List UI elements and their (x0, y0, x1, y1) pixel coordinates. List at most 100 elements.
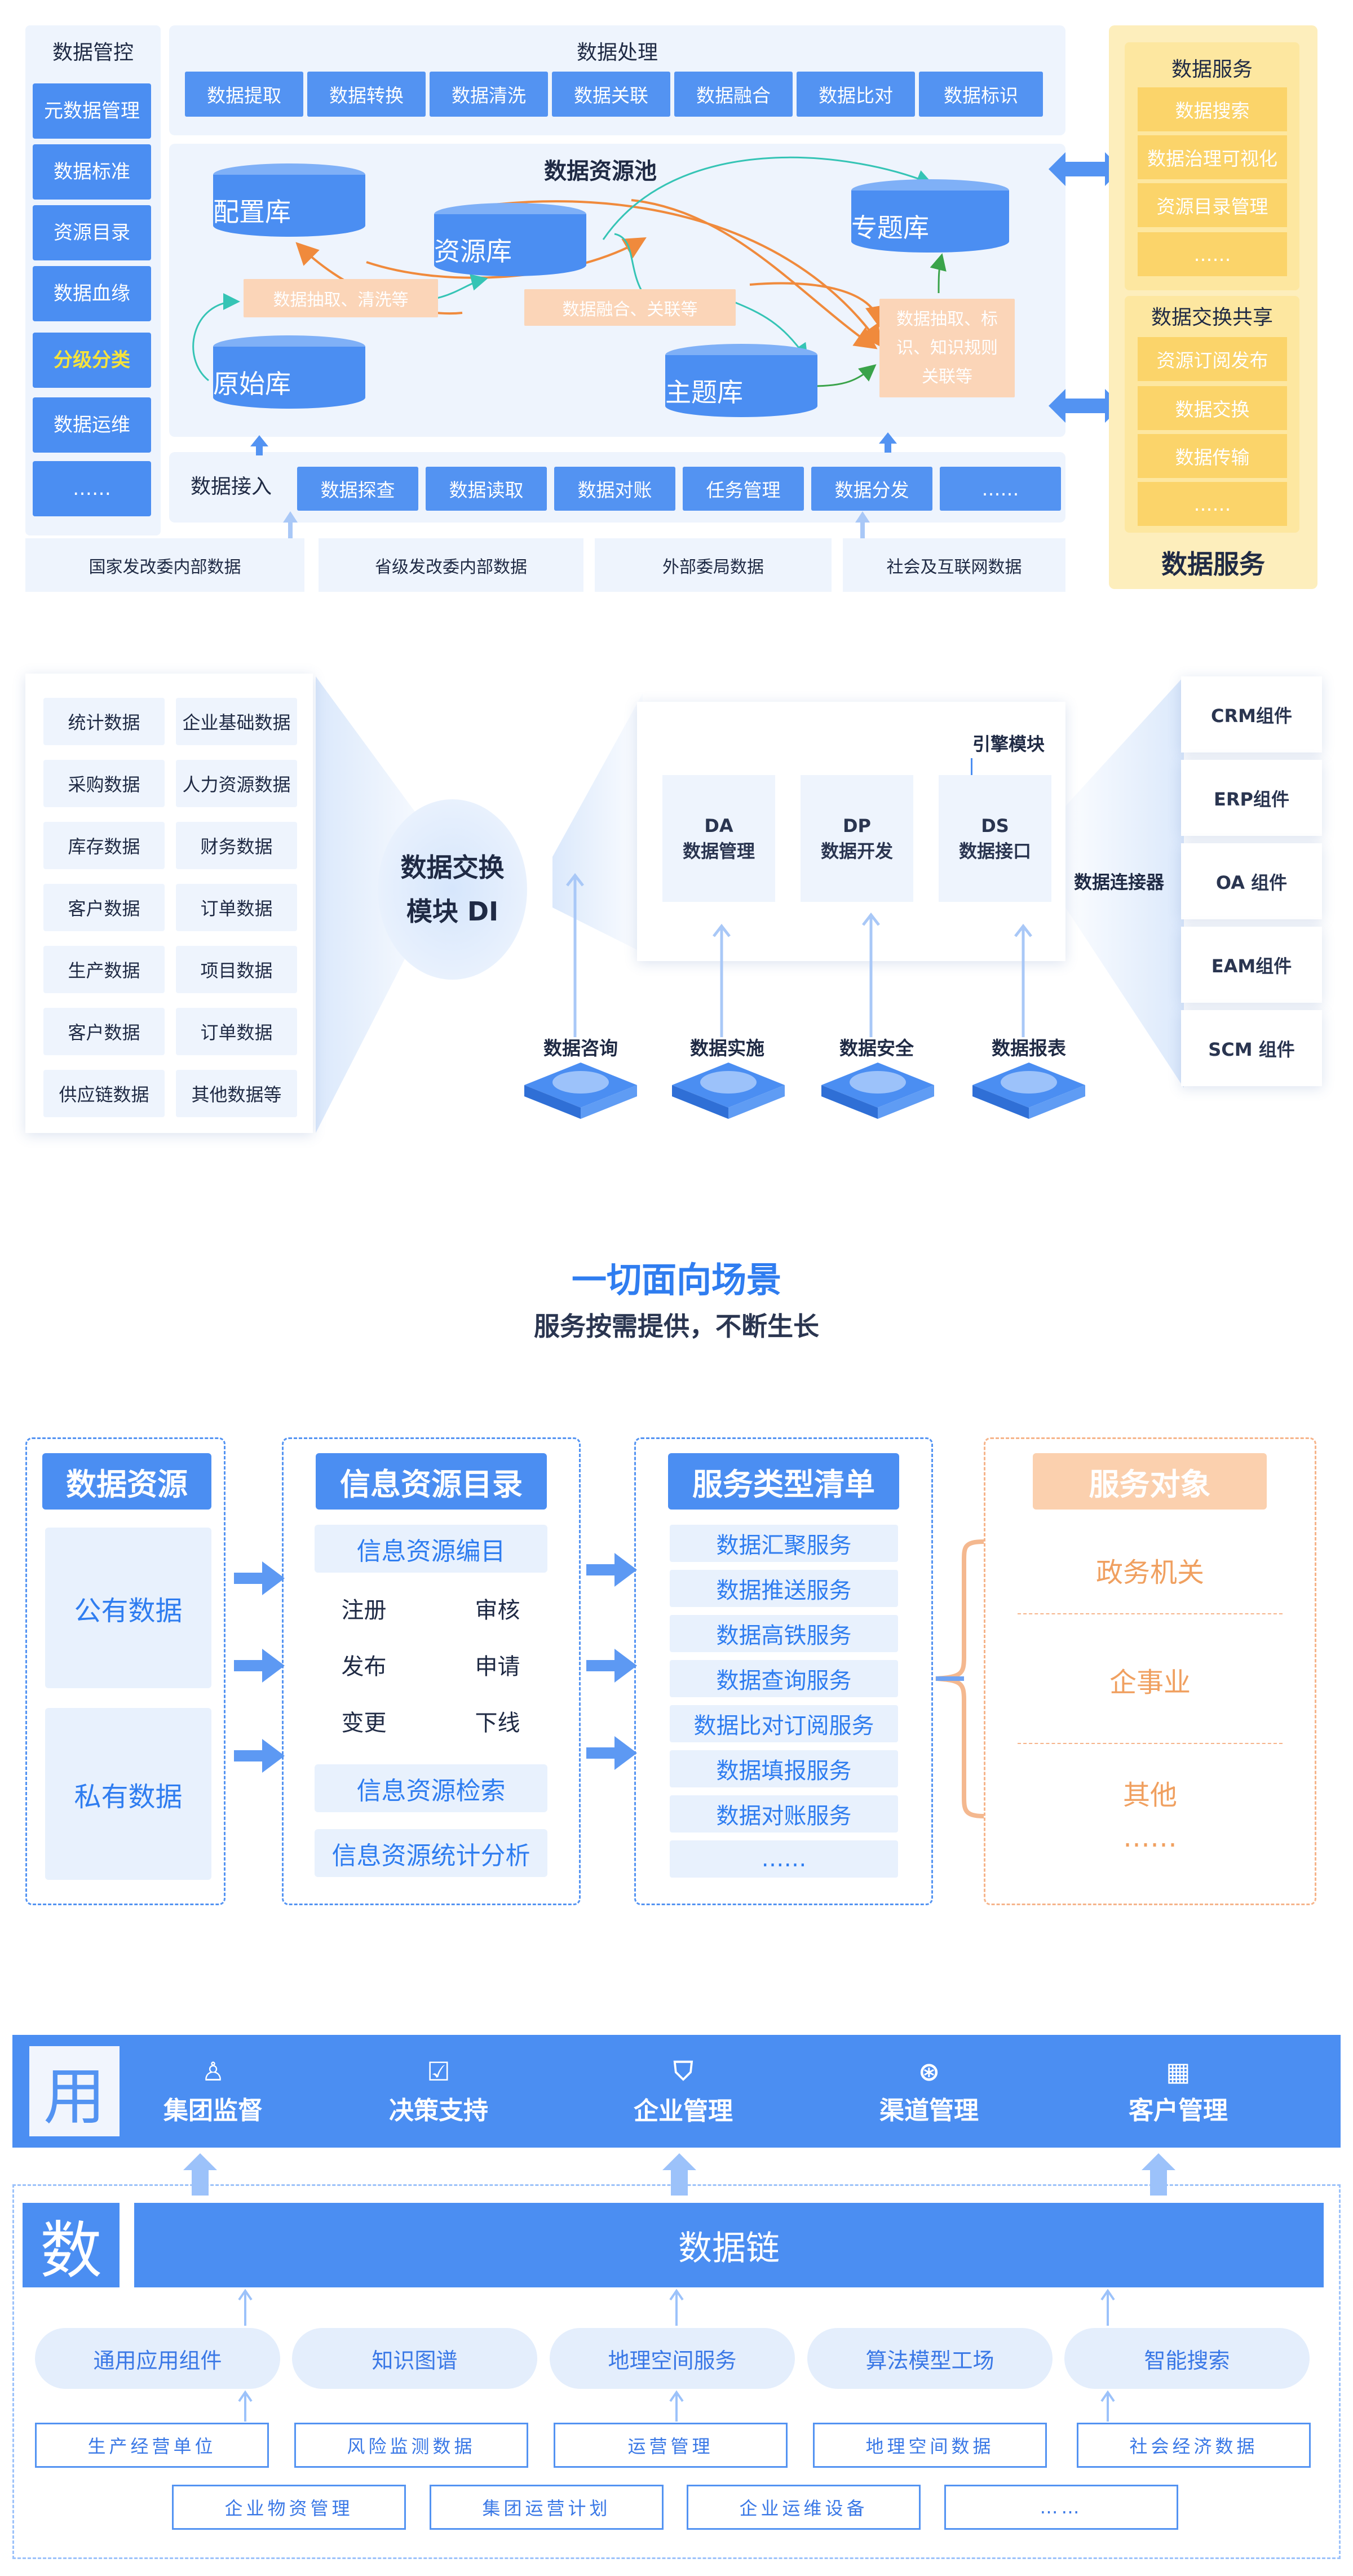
building-icon: ▦ (1166, 2056, 1191, 2087)
capability-pill[interactable]: 算法模型工场 (807, 2328, 1053, 2389)
data-source-tag[interactable]: …… (944, 2485, 1178, 2530)
services-footer: 数据服务 (1161, 548, 1265, 579)
governance-item-lineage[interactable]: 数据血缘 (33, 266, 151, 321)
app-decision-support[interactable]: ☑ 决策支持 (389, 2056, 488, 2125)
processing-item[interactable]: 数据转换 (307, 72, 426, 117)
service-item[interactable]: 数据治理可视化 (1138, 135, 1287, 179)
service-item[interactable]: 资源目录管理 (1138, 183, 1287, 227)
ingest-title: 数据接入 (190, 475, 272, 498)
app-group-supervision[interactable]: ♙ 集团监督 (163, 2056, 263, 2125)
ingest-item[interactable]: 数据探查 (297, 467, 418, 511)
ingest-item[interactable]: …… (940, 467, 1061, 511)
service-type-item[interactable]: 数据查询服务 (670, 1660, 898, 1697)
catalog-action-change[interactable]: 变更 (315, 1702, 413, 1740)
catalog-action-review[interactable]: 审核 (448, 1590, 547, 1627)
flow-label-fuse-link: 数据融合、关联等 (524, 289, 736, 326)
service-list-box (634, 1437, 933, 1905)
app-customer-mgmt[interactable]: ▦ 客户管理 (1129, 2056, 1228, 2125)
double-arrow-icon (1049, 389, 1122, 423)
processing-item[interactable]: 数据融合 (674, 72, 793, 117)
service-type-item[interactable]: 数据汇聚服务 (670, 1525, 898, 1562)
catalog-action-apply[interactable]: 申请 (448, 1646, 547, 1683)
governance-item-classification[interactable]: 分级分类 (33, 333, 151, 388)
engine-ds[interactable]: DS 数据接口 (939, 775, 1051, 902)
data-source-tag[interactable]: 集团运营计划 (430, 2485, 664, 2530)
service-target-box (984, 1437, 1316, 1905)
exchange-module-title-1: 数据交换 (400, 852, 505, 883)
processing-item[interactable]: 数据比对 (797, 72, 915, 117)
engine-dp[interactable]: DP 数据开发 (801, 775, 913, 902)
processing-item[interactable]: 数据关联 (552, 72, 670, 117)
capability-pill[interactable]: 智能搜索 (1064, 2328, 1310, 2389)
connector-oa[interactable]: OA 组件 (1181, 843, 1322, 919)
processing-item[interactable]: 数据提取 (185, 72, 303, 117)
app-channel-mgmt[interactable]: ⊛ 渠道管理 (879, 2056, 979, 2125)
platform-disks (524, 1063, 1085, 1119)
connector-scm[interactable]: SCM 组件 (1181, 1010, 1322, 1086)
app-enterprise-mgmt[interactable]: ⛉ 企业管理 (634, 2056, 733, 2126)
governance-item-catalog[interactable]: 资源目录 (33, 205, 151, 260)
data-source-item: 采购数据 (43, 760, 165, 807)
double-arrow-icon (1049, 152, 1122, 186)
service-item[interactable]: 数据搜索 (1138, 87, 1287, 131)
source-national: 国家发改委内部数据 (25, 538, 304, 592)
info-catalog-search[interactable]: 信息资源检索 (315, 1764, 547, 1812)
service-type-item[interactable]: 数据比对订阅服务 (670, 1705, 898, 1742)
data-source-tag[interactable]: 企业物资管理 (172, 2485, 406, 2530)
info-catalog-compile[interactable]: 信息资源编目 (315, 1525, 547, 1573)
capability-pill[interactable]: 地理空间服务 (550, 2328, 795, 2389)
capability-pill[interactable]: 通用应用组件 (35, 2328, 280, 2389)
connector-erp[interactable]: ERP组件 (1181, 760, 1322, 836)
connector-crm[interactable]: CRM组件 (1181, 676, 1322, 753)
catalog-action-offline[interactable]: 下线 (448, 1702, 547, 1740)
data-source-tag[interactable]: 企业运维设备 (687, 2485, 921, 2530)
engine-da[interactable]: DA 数据管理 (662, 775, 775, 902)
engine-pointer (971, 758, 972, 784)
data-source-item: 客户数据 (43, 1008, 165, 1055)
service-type-item[interactable]: 数据填报服务 (670, 1750, 898, 1787)
capability-pill[interactable]: 知识图谱 (292, 2328, 537, 2389)
data-source-tag[interactable]: 运营管理 (554, 2423, 788, 2468)
catalog-action-register[interactable]: 注册 (315, 1590, 413, 1627)
service-item[interactable]: 数据交换 (1138, 386, 1287, 430)
service-type-item[interactable]: 数据高铁服务 (670, 1615, 898, 1652)
service-item[interactable]: …… (1138, 232, 1287, 276)
private-data[interactable]: 私有数据 (45, 1708, 211, 1880)
data-source-tag[interactable]: 风险监测数据 (294, 2423, 528, 2468)
disk-label-consult: 数据咨询 (543, 1037, 618, 1059)
governance-item-more[interactable]: …… (33, 461, 151, 516)
data-source-tag[interactable]: 社会经济数据 (1077, 2423, 1311, 2468)
connector-eam[interactable]: EAM组件 (1181, 927, 1322, 1003)
processing-item[interactable]: 数据标识 (919, 72, 1043, 117)
resource-pool-title: 数据资源池 (544, 158, 657, 184)
scenario-subtitle: 服务按需提供，不断生长 (534, 1311, 819, 1342)
exchange-module-circle: 数据交换 模块 DI (378, 799, 527, 980)
ingest-item[interactable]: 任务管理 (683, 467, 804, 511)
ingest-item[interactable]: 数据读取 (426, 467, 547, 511)
data-source-tag[interactable]: 地理空间数据 (813, 2423, 1047, 2468)
data-source-item: 供应链数据 (43, 1070, 165, 1117)
public-data[interactable]: 公有数据 (45, 1528, 211, 1688)
info-catalog-stats[interactable]: 信息资源统计分析 (315, 1829, 547, 1877)
governance-item-standard[interactable]: 数据标准 (33, 144, 151, 200)
exchange-module-title-2: 模块 DI (406, 896, 499, 927)
service-target-enterprise: 企事业 (1109, 1667, 1191, 1698)
app-bar (12, 2035, 1341, 2148)
service-type-item[interactable]: …… (670, 1840, 898, 1878)
service-item[interactable]: 数据传输 (1138, 434, 1287, 478)
brace-connector (935, 1539, 984, 1818)
service-type-item[interactable]: 数据对账服务 (670, 1795, 898, 1833)
document-check-icon: ☑ (427, 2056, 450, 2087)
data-source-tag[interactable]: 生产经营单位 (35, 2423, 269, 2468)
governance-item-ops[interactable]: 数据运维 (33, 397, 151, 453)
service-type-item[interactable]: 数据推送服务 (670, 1570, 898, 1607)
ingest-item[interactable]: 数据对账 (554, 467, 675, 511)
governance-item-metadata[interactable]: 元数据管理 (33, 83, 151, 139)
use-char-badge: 用 (29, 2046, 120, 2136)
service-item[interactable]: 资源订阅发布 (1138, 337, 1287, 381)
engine-label: 引擎模块 (972, 733, 1045, 755)
processing-item[interactable]: 数据清洗 (430, 72, 548, 117)
catalog-action-publish[interactable]: 发布 (315, 1646, 413, 1683)
ingest-item[interactable]: 数据分发 (811, 467, 932, 511)
service-item[interactable]: …… (1138, 482, 1287, 526)
